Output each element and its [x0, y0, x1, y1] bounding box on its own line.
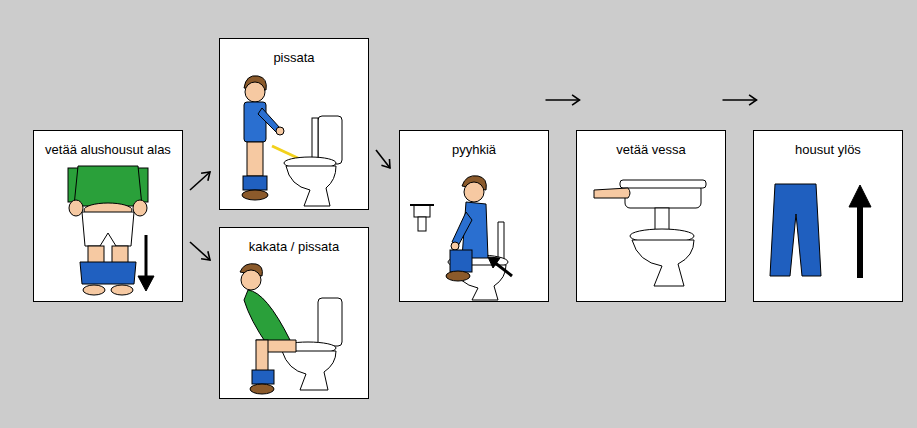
flow-arrow	[190, 242, 210, 260]
picture-shape	[312, 118, 318, 162]
picture-shape	[462, 202, 488, 258]
picture-shape	[247, 142, 263, 176]
standing-pee-picture	[242, 76, 342, 206]
picture-shape	[488, 257, 500, 268]
picture-shape	[252, 370, 274, 384]
picture-shape	[494, 262, 512, 276]
picture-shape	[655, 208, 669, 230]
arrow-head	[749, 95, 756, 105]
arrow-line	[723, 99, 757, 101]
arrow-line	[376, 150, 390, 168]
step-box: vetää alushousut alas	[33, 130, 183, 302]
picture-shape	[632, 240, 694, 286]
picture-shape	[145, 235, 148, 278]
picture-shape	[446, 271, 470, 281]
step-label: pissata	[220, 50, 368, 65]
picture-shape	[450, 250, 472, 272]
picture-shape	[770, 184, 821, 276]
picture-shape	[69, 200, 83, 216]
flow-arrow	[723, 95, 757, 105]
picture-shape	[625, 184, 701, 208]
picture-shape	[74, 166, 142, 206]
picture-shape	[88, 246, 104, 264]
picture-shape	[451, 242, 459, 250]
picture-shape	[849, 185, 871, 207]
flow-arrow	[190, 172, 210, 190]
step-label: kakata / pissata	[220, 239, 368, 254]
picture-shape	[464, 182, 484, 202]
picture-shape	[282, 351, 336, 390]
step-box: pissata	[219, 38, 369, 210]
picture-shape	[258, 108, 280, 132]
step-label: housut ylös	[754, 142, 902, 157]
picture-shape	[452, 265, 506, 300]
arrow-head	[381, 159, 390, 168]
picture-shape	[448, 255, 508, 269]
picture-shape	[132, 168, 148, 202]
picture-shape	[630, 229, 694, 243]
arrow-line	[190, 242, 210, 260]
arrow-head	[201, 251, 210, 260]
picture-shape	[244, 76, 266, 90]
step-box: pyyhkiä	[399, 130, 549, 302]
wiping-picture	[410, 176, 512, 300]
picture-shape	[280, 342, 336, 354]
picture-shape	[276, 127, 284, 135]
sitting-toilet-picture	[240, 264, 342, 394]
picture-shape	[418, 217, 426, 231]
step-box: housut ylös	[753, 130, 903, 302]
picture-shape	[244, 290, 290, 346]
picture-shape	[594, 188, 630, 198]
flow-arrow	[546, 95, 580, 105]
picture-shape	[245, 82, 265, 102]
arrow-line	[190, 172, 210, 190]
picture-shape	[138, 276, 154, 291]
picture-shape	[256, 340, 296, 352]
picture-shape	[68, 168, 84, 202]
arrow-line	[546, 99, 580, 101]
picture-shape	[244, 102, 266, 142]
picture-shape	[133, 200, 147, 216]
picture-shape	[84, 203, 132, 217]
picture-shape	[498, 222, 504, 270]
picture-shape	[111, 285, 133, 295]
picture-shape	[243, 176, 267, 190]
picture-shape	[80, 262, 136, 284]
picture-shape	[241, 270, 261, 290]
picture-shape	[240, 264, 262, 276]
picture-shape	[410, 204, 434, 206]
picture-shape	[82, 212, 134, 246]
picture-shape	[462, 176, 486, 190]
step-box: vetää vessa	[576, 130, 726, 302]
arrow-head	[201, 172, 210, 181]
picture-shape	[318, 298, 342, 346]
picture-shape	[250, 384, 274, 394]
picture-shape	[112, 246, 128, 264]
picture-shape	[242, 190, 268, 200]
underpants-down-picture	[68, 166, 154, 295]
step-label: vetää vessa	[577, 142, 725, 157]
step-label: vetää alushousut alas	[34, 142, 182, 157]
picture-shape	[272, 146, 302, 160]
flow-arrow	[376, 150, 390, 168]
picture-shape	[83, 285, 105, 295]
step-label: pyyhkiä	[400, 142, 548, 157]
step-box: kakata / pissata	[219, 227, 369, 399]
picture-shape	[857, 205, 863, 278]
picture-shape	[286, 166, 336, 206]
picture-shape	[414, 205, 430, 217]
picture-shape	[318, 116, 342, 164]
arrow-head	[572, 95, 579, 105]
flush-picture	[594, 180, 706, 286]
picture-shape	[256, 340, 268, 376]
pants-up-picture	[770, 184, 871, 278]
picture-shape	[452, 212, 472, 246]
picture-shape	[620, 180, 706, 188]
picture-shape	[284, 157, 336, 169]
